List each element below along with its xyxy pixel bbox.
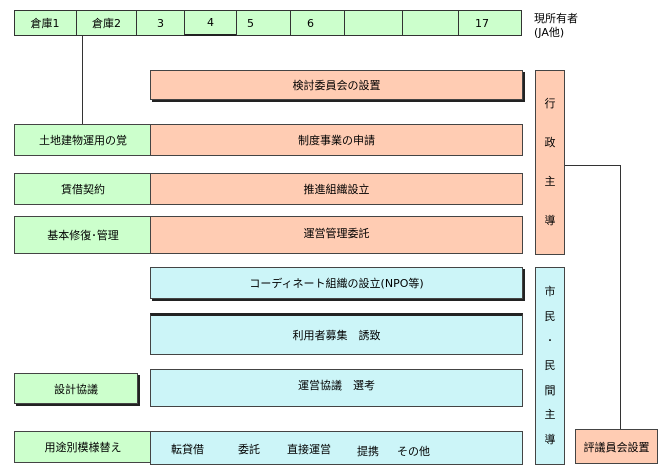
recruit-box: 利用者募集 誘致 (150, 313, 523, 355)
application-box: 制度事業の申請 (150, 124, 523, 156)
warehouse-cell-7 (344, 10, 402, 36)
warehouse-cell-5: 5 (236, 10, 290, 36)
warehouse-cell-6: 6 (290, 10, 344, 36)
coordinate-box: コーディネート組織の設立(NPO等) (150, 267, 523, 299)
type-direct: 直接運営 (287, 443, 331, 456)
remodel-box: 用途別模様替え (14, 431, 152, 463)
warehouse-cell-4: 4 (184, 10, 236, 36)
evaluation-top-connector (565, 165, 621, 166)
committee-box: 検討委員会の設置 (150, 70, 523, 100)
operation-box: 運営管理委託 (150, 216, 523, 254)
evaluation-connector-line (620, 165, 621, 429)
lease-box: 賃借契約 (14, 173, 152, 205)
land-use-box: 土地建物運用の覚 (14, 124, 152, 156)
type-sublease: 転貸借 (171, 443, 204, 456)
design-box: 設計協議 (14, 373, 138, 404)
admin-led-box: 行 政 主 導 (535, 70, 565, 255)
warehouse-cell-17: 17 (458, 10, 522, 36)
type-partnership: 提携 (357, 445, 379, 458)
warehouse-cell-2: 倉庫2 (76, 10, 136, 36)
warehouse-cell-3: 3 (136, 10, 184, 36)
type-other: その他 (397, 445, 430, 458)
warehouse-cell-1: 倉庫1 (30, 17, 60, 30)
type-commission: 委託 (238, 443, 260, 456)
citizen-led-box: 市 民 ･ 民 間 主 導 (535, 267, 565, 465)
owner-sub-label: (JA他) (534, 26, 565, 39)
owner-label: 現所有者 (534, 12, 578, 25)
warehouse-bar (14, 10, 522, 36)
evaluation-committee-box: 評議員会設置 (575, 429, 658, 464)
promotion-box: 推進組織設立 (150, 173, 523, 205)
left-connector-line (82, 36, 83, 126)
warehouse-cell-8 (402, 10, 458, 36)
consult-box: 運営協議 選考 (150, 369, 523, 407)
repair-box: 基本修復･管理 (14, 216, 152, 254)
operation-types-box: 転貸借 委託 直接運営 提携 その他 (150, 431, 523, 465)
